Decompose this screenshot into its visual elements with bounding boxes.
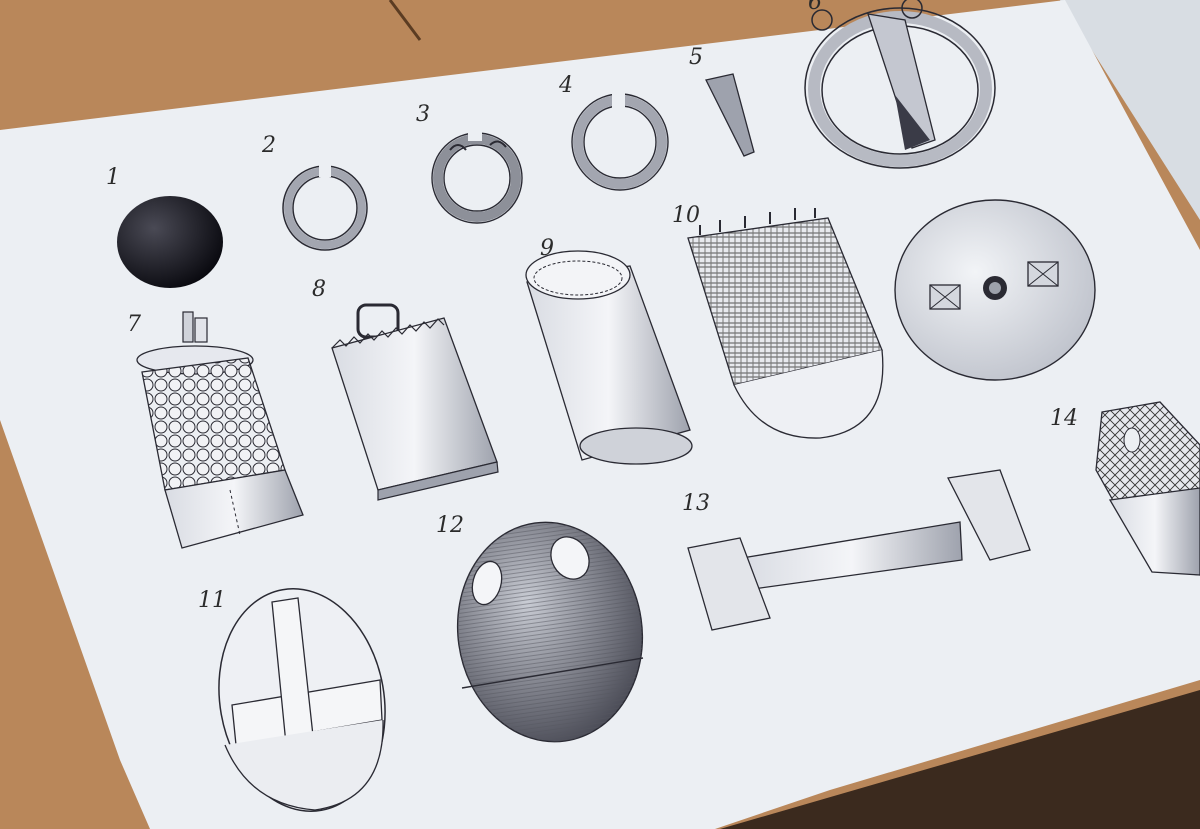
- fig-4-number: 4: [559, 73, 573, 98]
- fig-3-ring: [431, 131, 523, 224]
- fig-5-number: 5: [689, 45, 703, 70]
- fig-9-number: 9: [540, 236, 554, 261]
- fig-6-number: 6: [808, 0, 822, 15]
- perforated-disc: [894, 199, 1096, 381]
- fig-10-number: 10: [672, 203, 700, 228]
- fig-5-wedge: [705, 73, 755, 157]
- fig-11-number: 11: [198, 588, 226, 613]
- fig-10-basket: [687, 208, 884, 439]
- table-seam: [388, 0, 422, 41]
- fig-13-number: 13: [682, 491, 710, 516]
- fig-11-banded-egg: [218, 588, 386, 812]
- fig-12-hatched-egg: [456, 521, 644, 743]
- fig-14-number: 14: [1050, 406, 1078, 431]
- fig-6-buckle: [804, 0, 996, 169]
- fig-4-ring: [571, 92, 669, 191]
- fig-13-dumbbell: [687, 469, 1031, 631]
- fig-12-number: 12: [436, 513, 464, 538]
- second-sheet: [1060, 0, 1200, 220]
- fig-9-tube: [525, 250, 693, 465]
- fig-7-studded-cylinder: [136, 311, 304, 549]
- dark-fabric: [720, 690, 1200, 829]
- fig-2-ring: [282, 163, 368, 251]
- fig-8-box: [331, 303, 499, 501]
- fig-8-number: 8: [312, 277, 326, 302]
- fig-1-ball: [117, 196, 223, 288]
- fig-3-number: 3: [416, 102, 430, 127]
- fig-1-number: 1: [106, 165, 120, 190]
- fig-2-number: 2: [262, 133, 276, 158]
- fig-7-number: 7: [127, 312, 141, 337]
- fig-14-vessel: [1095, 401, 1200, 576]
